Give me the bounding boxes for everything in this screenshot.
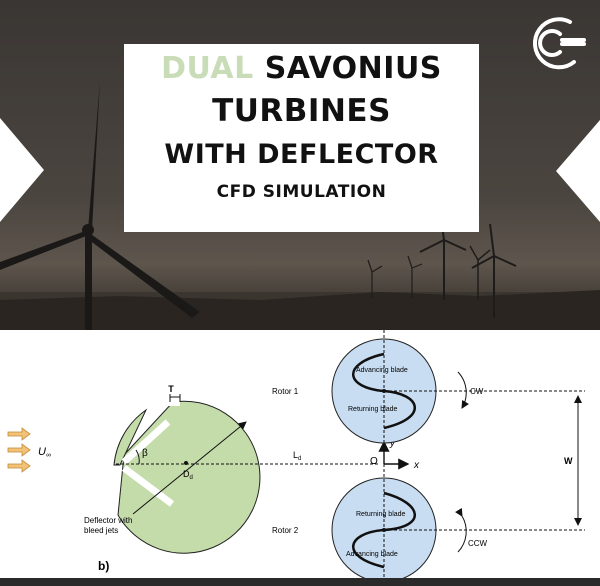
x-axis-label: x (413, 460, 420, 471)
flow-arrows-icon (7, 427, 31, 473)
rotor1-label: Rotor 1 (272, 387, 299, 396)
turbine-large-icon (0, 80, 200, 330)
axes (378, 440, 410, 470)
hero-banner: DUAL SAVONIUS TURBINES WITH DEFLECTOR CF… (0, 0, 600, 330)
w-dimension (384, 390, 585, 531)
turbine-diagram: T β Dd U∞ Deflector with bleed jets b) L… (0, 330, 600, 578)
dd-label: Dd (183, 469, 193, 481)
title-line-3: WITH DEFLECTOR (164, 139, 439, 170)
ld-label: Ld (293, 450, 301, 462)
rotor-2 (331, 464, 437, 578)
title-line-1: DUAL SAVONIUS (124, 54, 479, 84)
u-label: U∞ (38, 446, 51, 459)
subtitle: CFD SIMULATION (216, 182, 387, 202)
panel-label: b) (98, 559, 109, 573)
title-rest: SAVONIUS (253, 51, 442, 86)
title-card: DUAL SAVONIUS TURBINES WITH DEFLECTOR CF… (124, 44, 479, 232)
rotor2-returning-label: Returning blade (356, 511, 406, 518)
rotor1-advancing-label: Advancing blade (356, 367, 408, 374)
ccw-label: CCW (468, 539, 488, 548)
rotor2-advancing-label: Advancing blade (346, 551, 398, 558)
t-label: T (168, 384, 174, 394)
right-notch-shape (556, 120, 600, 222)
beta-label: β (142, 448, 148, 459)
schematic-svg: T β Dd U∞ Deflector with bleed jets b) L… (7, 330, 585, 578)
deflector (113, 394, 261, 554)
logo-icon (533, 17, 586, 70)
origin-label: O (370, 456, 378, 467)
title-accent: DUAL (161, 51, 254, 86)
y-axis-label: y (389, 438, 396, 449)
turbine-distant-icon (367, 209, 517, 318)
left-notch-shape (0, 118, 44, 222)
title-line-2: TURBINES (212, 93, 391, 129)
rotor1-returning-label: Returning blade (348, 406, 398, 413)
w-label: W (564, 456, 573, 466)
bottom-strip (0, 578, 600, 586)
deflector-label-1: Deflector with (84, 516, 132, 525)
deflector-label-2: bleed jets (84, 526, 118, 535)
rotor2-label: Rotor 2 (272, 526, 299, 535)
